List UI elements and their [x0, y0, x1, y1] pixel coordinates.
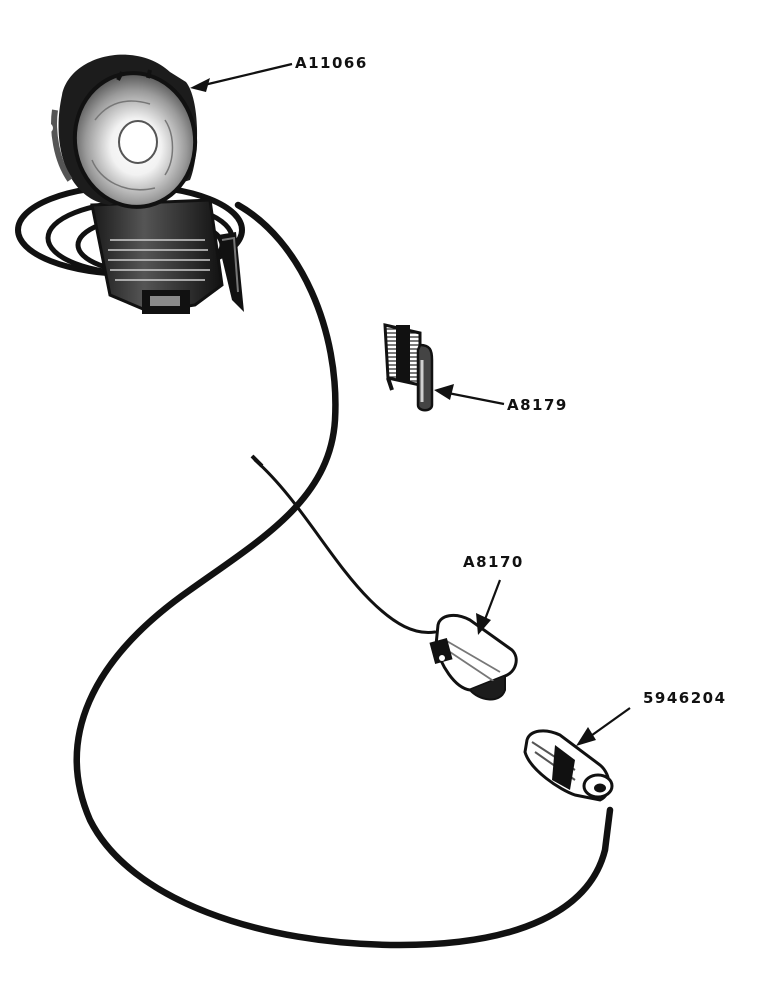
main-wire [73, 201, 614, 949]
leader-lamp [190, 62, 293, 92]
lamp-socket-detail [150, 296, 180, 306]
lamp-assembly [15, 54, 245, 314]
terminal-part [523, 729, 614, 802]
part-label-lamp: A11066 [295, 54, 368, 72]
connector-part [429, 613, 518, 701]
leader-clip [434, 384, 505, 406]
thin-wire [253, 458, 437, 635]
leader-terminal [576, 707, 631, 746]
clip-part [383, 323, 434, 412]
part-label-connector: A8170 [463, 553, 524, 571]
leader-connector [476, 579, 502, 635]
lamp-base [90, 198, 224, 314]
housing-screw [43, 123, 53, 133]
part-label-terminal: 5946204 [643, 689, 727, 707]
lamp-bracket [218, 232, 244, 312]
part-label-clip: A8179 [507, 396, 568, 414]
lens-center [118, 120, 158, 164]
